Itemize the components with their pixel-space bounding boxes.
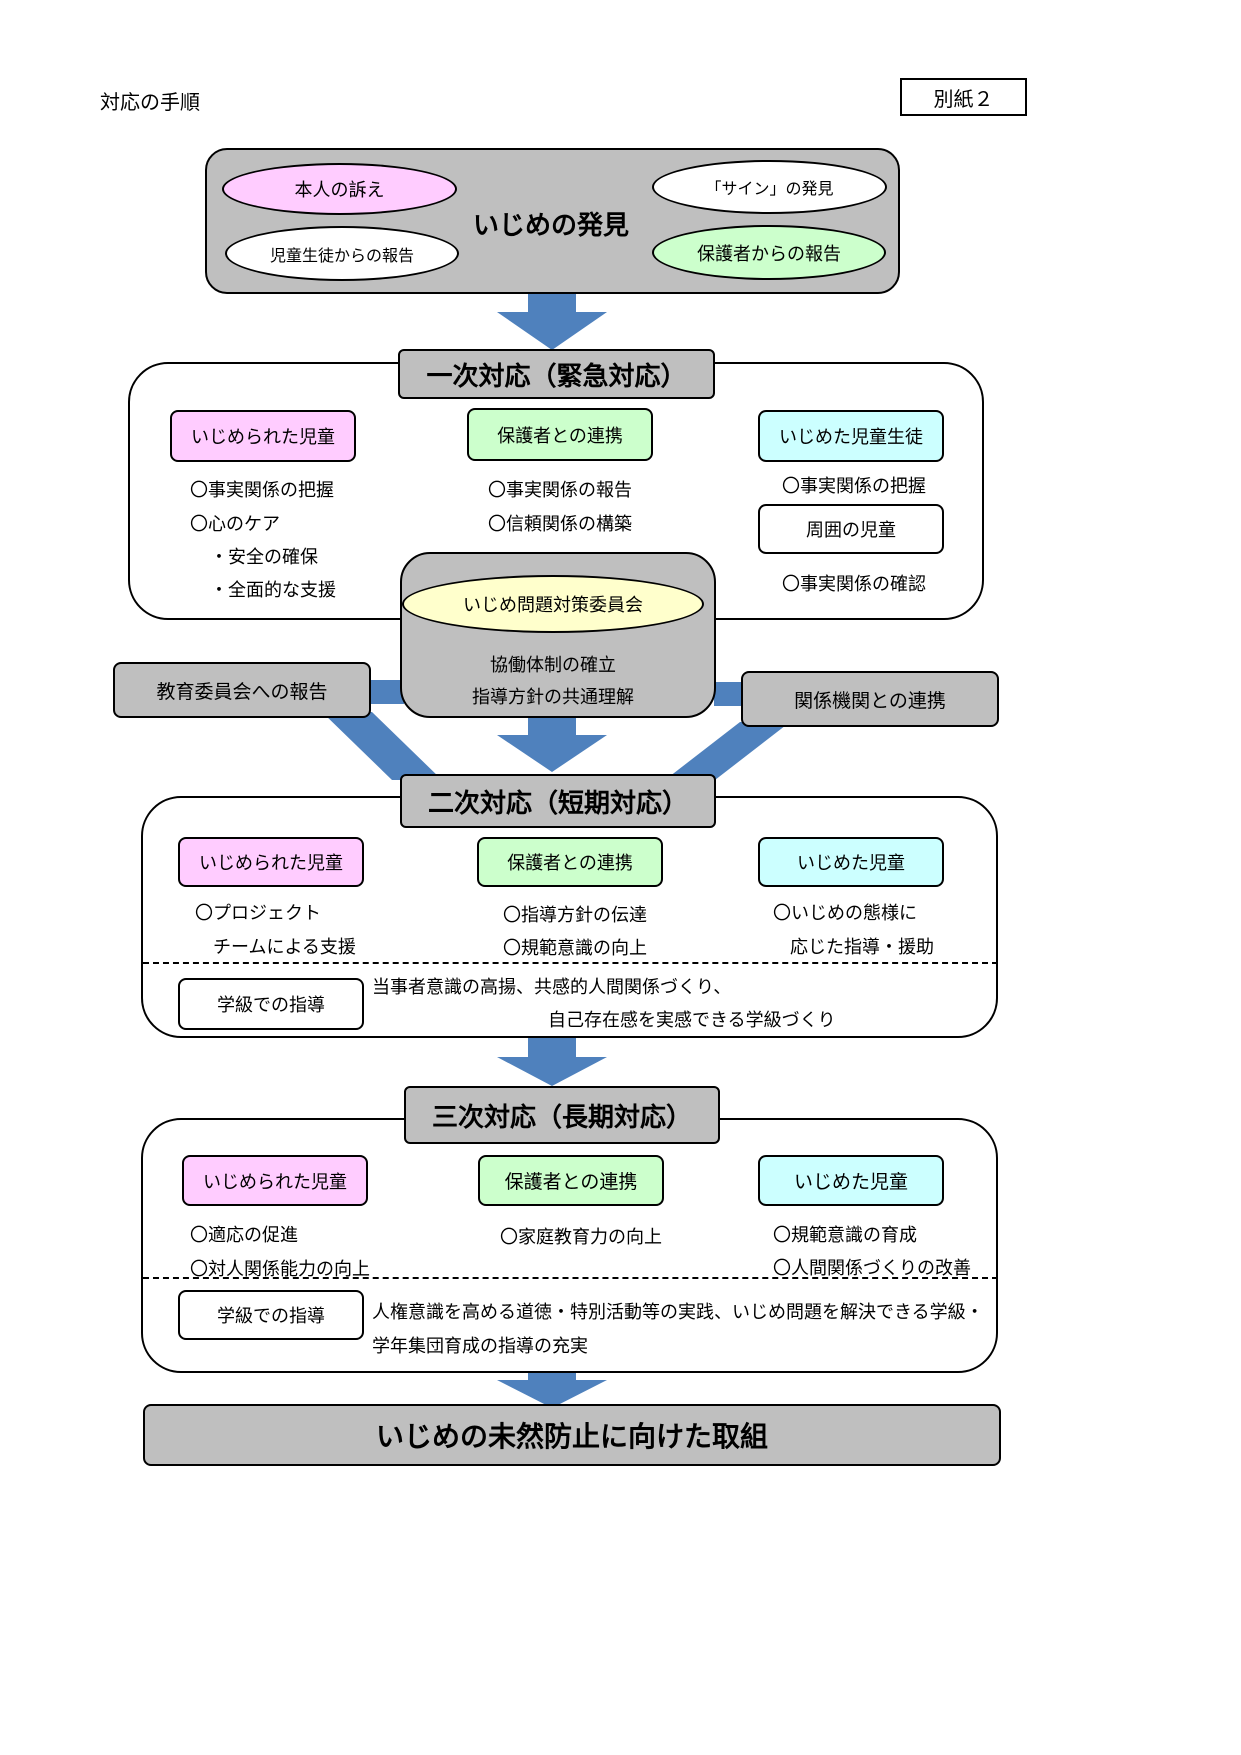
secondary-bully-item: 〇いじめの態様に	[773, 903, 917, 924]
tertiary-class-label: 学級での指導	[178, 1290, 364, 1340]
committee-line: 指導方針の共通理解	[472, 687, 634, 708]
primary-victim-item: 〇事実関係の把握	[190, 480, 334, 501]
tertiary-bully-item: 〇人間関係づくりの改善	[773, 1258, 971, 1279]
primary-guardian-item: 〇信頼関係の構築	[488, 514, 632, 535]
secondary-class-label: 学級での指導	[178, 978, 364, 1030]
secondary-guardian-item: 〇指導方針の伝達	[503, 905, 647, 926]
tertiary-victim-item: 〇適応の促進	[190, 1225, 298, 1246]
primary-title: 一次対応（緊急対応）	[398, 349, 715, 399]
surrounding-students-label: 周囲の児童	[758, 504, 944, 554]
tertiary-class-text: 人権意識を高める道徳・特別活動等の実践、いじめ問題を解決できる学級・	[372, 1302, 984, 1323]
primary-bully-label: いじめた児童生徒	[758, 410, 944, 462]
guardian-report-oval: 保護者からの報告	[652, 225, 886, 280]
sign-discovery-oval: 「サイン」の発見	[652, 160, 887, 214]
primary-victim-item: ・安全の確保	[210, 547, 318, 568]
primary-victim-label: いじめられた児童	[170, 410, 356, 462]
connector-agency-committee	[714, 682, 744, 706]
primary-victim-item: 〇心のケア	[190, 514, 280, 535]
primary-guardian-label: 保護者との連携	[467, 408, 653, 461]
arrow-agency-to-secondary	[665, 722, 790, 780]
tertiary-victim-item: 〇対人関係能力の向上	[190, 1259, 370, 1280]
secondary-victim-item: チームによる支援	[213, 937, 356, 958]
secondary-title: 二次対応（短期対応）	[400, 774, 716, 828]
attachment-label: 別紙２	[900, 78, 1027, 116]
secondary-guardian-item: 〇規範意識の向上	[503, 938, 647, 959]
tertiary-class-text: 学年集団育成の指導の充実	[372, 1336, 588, 1357]
secondary-class-text: 当事者意識の高揚、共感的人間関係づくり、	[372, 977, 732, 998]
primary-guardian-item: 〇事実関係の報告	[488, 480, 632, 501]
surrounding-students-item: 〇事実関係の確認	[782, 574, 926, 595]
committee-line: 協働体制の確立	[490, 655, 616, 676]
divider	[143, 962, 998, 964]
student-report-oval: 児童生徒からの報告	[225, 226, 459, 281]
secondary-class-text: 自己存在感を実感できる学級づくり	[548, 1010, 836, 1031]
agency-link-box: 関係機関との連携	[741, 671, 999, 727]
connector-board-committee	[370, 680, 404, 704]
secondary-victim-label: いじめられた児童	[178, 837, 364, 887]
secondary-bully-label: いじめた児童	[758, 837, 944, 887]
arrow-discovery-to-primary	[497, 293, 607, 350]
secondary-victim-item: 〇プロジェクト	[195, 903, 321, 924]
tertiary-guardian-label: 保護者との連携	[478, 1155, 664, 1206]
discovery-title: いじめの発見	[473, 211, 630, 241]
arrow-tertiary-to-final	[497, 1370, 607, 1408]
tertiary-bully-item: 〇規範意識の育成	[773, 1225, 917, 1246]
tertiary-bully-label: いじめた児童	[758, 1155, 944, 1206]
secondary-guardian-label: 保護者との連携	[477, 837, 663, 887]
committee-title: いじめ問題対策委員会	[402, 575, 704, 633]
secondary-bully-item: 応じた指導・援助	[790, 937, 934, 958]
board-report-box: 教育委員会への報告	[113, 662, 371, 718]
tertiary-guardian-item: 〇家庭教育力の向上	[500, 1227, 662, 1248]
page-heading: 対応の手順	[100, 90, 200, 114]
arrow-board-to-secondary	[322, 712, 442, 780]
arrow-secondary-to-tertiary	[497, 1038, 607, 1086]
final-goal-box: いじめの未然防止に向けた取組	[143, 1404, 1001, 1466]
divider	[143, 1277, 998, 1279]
primary-bully-item: 〇事実関係の把握	[782, 476, 926, 497]
tertiary-title: 三次対応（長期対応）	[404, 1086, 720, 1144]
self-report-oval: 本人の訴え	[222, 163, 457, 215]
primary-victim-item: ・全面的な支援	[210, 580, 336, 601]
arrow-committee-to-secondary	[497, 716, 607, 772]
tertiary-victim-label: いじめられた児童	[182, 1155, 368, 1206]
